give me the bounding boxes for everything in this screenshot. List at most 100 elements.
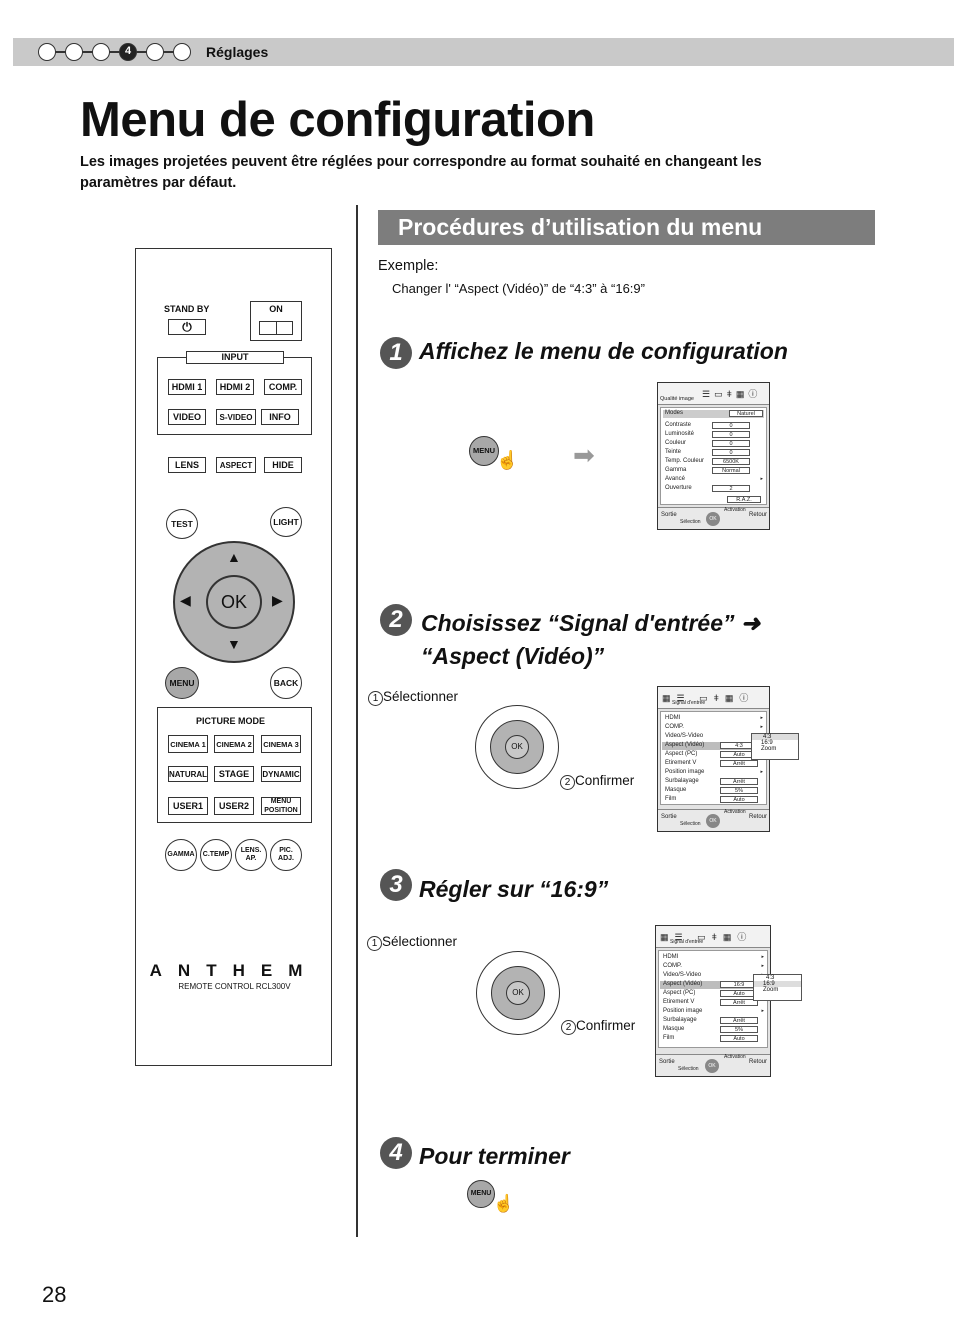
gamma-button[interactable]: GAMMA [165,839,197,871]
callout-number: 1 [368,691,383,706]
menu-row-label: HDMI [663,954,679,960]
menu-row: Position image▸ [662,769,765,777]
menu-row-label: Film [665,796,677,802]
exit-label: Sortie [661,512,677,518]
pic-adj-button[interactable]: PIC. ADJ. [270,839,302,871]
menu-position-button[interactable]: MENU POSITION [261,797,301,815]
arrow-right-icon[interactable]: ▶ [272,592,283,608]
exit-label: Sortie [659,1059,675,1065]
menu-row: Video/S-Video▸ [660,972,766,980]
menu-row-value: 0 [712,422,750,429]
user2-button[interactable]: USER2 [214,797,254,815]
ctemp-button[interactable]: C.TEMP [200,839,232,871]
menu-row-label: Masque [663,1026,685,1032]
callout-number: 2 [561,1020,576,1035]
on-switch [259,321,293,335]
aspect-button[interactable]: ASPECT [216,457,256,473]
menu-row-label: Position image [663,1008,703,1014]
chapter-dot [65,43,93,61]
popup-option: 16:9 [761,740,773,746]
dpad[interactable] [173,541,295,663]
hdmi1-button[interactable]: HDMI 1 [168,379,206,395]
standby-button[interactable]: ⏻ [168,319,206,335]
menu-button[interactable]: MENU [165,667,199,699]
back-button[interactable]: BACK [270,667,302,699]
chapter-dot [38,43,66,61]
menu-row-label: Aspect (PC) [665,751,698,757]
menu-row: Aspect (PC)Auto [660,990,766,998]
lens-button[interactable]: LENS [168,457,206,473]
brand-logo: ANTHEM [149,961,319,980]
menu-row-label: Surbalayage [663,1017,697,1023]
menu-row: Aspect (Vidéo)16:9 [660,981,766,989]
screen-input-signal-2: Signal d'entrée ▦☰ ▭ǂ▦ⓘ HDMI▸COMP.▸Video… [655,925,771,1077]
submenu-arrow-icon: ▸ [761,954,764,960]
menu-row: Aspect (PC)Auto [662,751,765,759]
menu-row: Surbalayage Arrêt [662,778,765,786]
natural-button[interactable]: NATURAL [168,766,208,782]
selection-label: Sélection [680,519,701,525]
comp-button[interactable]: COMP. [264,379,302,395]
remote-control: STAND BY ⏻ ON INPUT HDMI 1 HDMI 2 COMP. … [135,248,332,1066]
menu-row-value: Auto [720,1035,758,1042]
popup-option: 4:3 [752,734,798,740]
callout-confirm-text: Confirmer [575,773,635,788]
menu-row-label: COMP. [663,963,682,969]
submenu-arrow-icon: ▸ [760,769,763,775]
chapter-dot [146,43,174,61]
callout-number: 2 [560,775,575,790]
ok-icon: OK [706,814,720,828]
screen-footer: Sortie Sélection Activation Retour OK [656,1054,770,1076]
menu-row: COMP.▸ [662,724,765,732]
test-button[interactable]: TEST [166,509,198,539]
cinema3-button[interactable]: CINEMA 3 [261,735,301,753]
menu-row-value: 0 [712,431,750,438]
column-divider [356,205,358,1237]
menu-row-label: Surbalayage [665,778,699,784]
arrow-up-icon[interactable]: ▲ [227,549,241,565]
menu-row: Position image▸ [660,1008,766,1016]
arrow-down-icon[interactable]: ▼ [227,636,241,652]
user1-button[interactable]: USER1 [168,797,208,815]
menu-row: Avancé▸ [662,476,765,484]
selection-label: Sélection [680,821,701,827]
arrow-left-icon[interactable]: ◀ [180,592,191,608]
pointing-hand-icon: ☝ [496,450,519,470]
menu-row-value: 5% [720,1026,758,1033]
menu-row-label: Film [663,1035,675,1041]
menu-row-label: HDMI [665,715,681,721]
light-button[interactable]: LIGHT [270,507,302,537]
menu-row-value: Arrêt [720,778,758,785]
ok-button[interactable]: OK [206,575,262,629]
example-label: Exemple: [378,258,439,274]
lens-ap-button[interactable]: LENS. AP. [235,839,267,871]
menu-row: Aspect (Vidéo)4:3 [662,742,765,750]
cinema2-button[interactable]: CINEMA 2 [214,735,254,753]
svideo-button[interactable]: S-VIDEO [216,409,256,425]
hide-button[interactable]: HIDE [264,457,302,473]
dynamic-button[interactable]: DYNAMIC [261,766,301,782]
page-number: 28 [42,1282,67,1307]
screen-tabs: Qualité image ☰▭ǂ▦ⓘ [658,383,769,405]
cinema1-button[interactable]: CINEMA 1 [168,735,208,753]
chapter-dot [173,43,191,61]
video-button[interactable]: VIDEO [168,409,206,425]
tab-label: Signal d'entrée [670,939,704,945]
menu-row-value: 6500K [712,458,750,465]
hdmi2-button[interactable]: HDMI 2 [216,379,254,395]
activation-label: Activation [724,507,746,513]
return-label: Retour [749,1059,768,1065]
return-label: Retour [749,512,768,518]
on-label: ON [269,304,283,314]
info-button[interactable]: INFO [261,409,299,425]
stage-button[interactable]: STAGE [214,766,254,782]
tab-icons: ▦☰ ▭ǂ▦ⓘ [660,932,753,942]
tab-label: Qualité image [660,396,694,402]
screen-footer: Sortie Sélection Activation Retour OK [658,507,769,529]
page-title: Menu de configuration [80,93,595,147]
step-1-number: 1 [380,337,412,369]
